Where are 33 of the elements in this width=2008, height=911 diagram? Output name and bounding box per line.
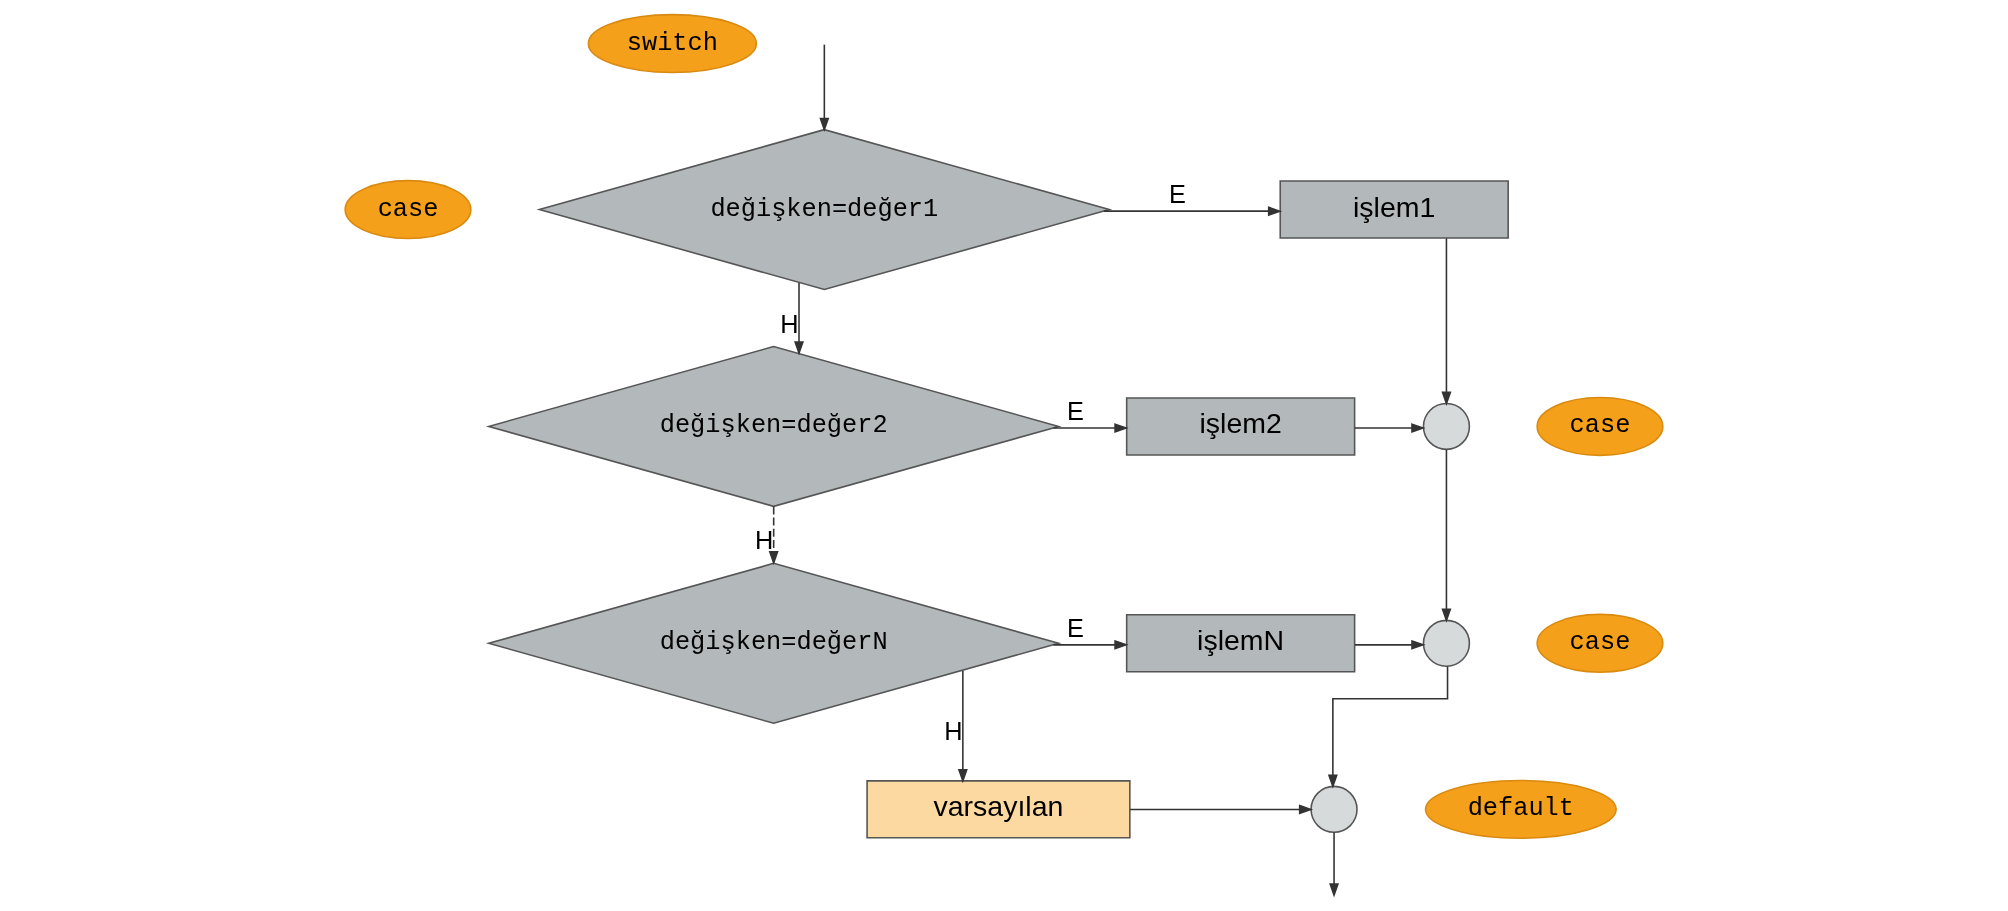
arrow	[1354, 423, 1426, 433]
node-ellipse: switch	[587, 13, 758, 74]
node-box: varsayılan	[866, 780, 1131, 839]
node-box: işlemN	[1125, 614, 1356, 673]
arrow	[819, 43, 830, 132]
node-box: işlem1	[1279, 180, 1509, 239]
node-ellipse: default	[1424, 779, 1617, 840]
edge-label: E	[1067, 613, 1084, 642]
arrow	[1354, 639, 1426, 650]
arrow	[1052, 423, 1129, 433]
node-diamond: değişken=değer1	[536, 128, 1113, 291]
node-ellipse: case	[1536, 396, 1664, 457]
arrow	[794, 282, 804, 356]
node-box: işlem2	[1125, 397, 1356, 456]
arrow	[1052, 639, 1129, 650]
node-ellipse: case	[344, 179, 472, 240]
node-circle	[1310, 785, 1358, 834]
arrow	[1441, 448, 1452, 623]
edge-label: E	[1169, 179, 1186, 208]
edge-label: H	[755, 526, 774, 555]
arrow	[1103, 206, 1283, 217]
arrow	[957, 669, 968, 784]
edge-label: E	[1067, 396, 1084, 425]
arrow	[1329, 831, 1340, 898]
edge-label: H	[780, 309, 799, 338]
node-circle	[1422, 402, 1471, 451]
node-diamond: değişken=değer2	[485, 345, 1062, 508]
arrow	[1129, 804, 1314, 815]
arrow	[1441, 237, 1452, 406]
node-ellipse: case	[1536, 613, 1664, 673]
arrow	[1327, 665, 1449, 789]
node-circle	[1422, 619, 1471, 668]
arrow	[768, 505, 779, 566]
